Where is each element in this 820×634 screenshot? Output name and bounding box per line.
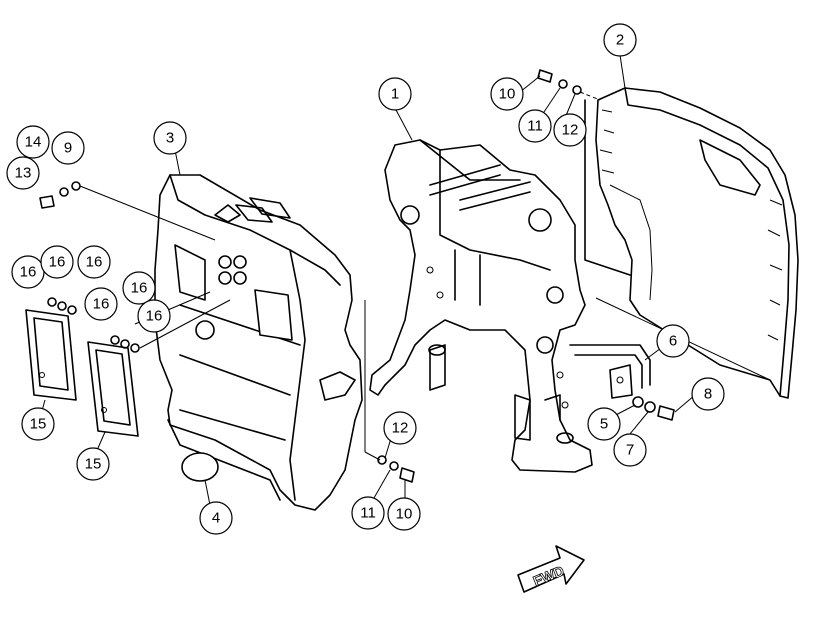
callout-number: 16 bbox=[20, 264, 37, 281]
callout-number: 15 bbox=[85, 456, 102, 473]
callout-number: 16 bbox=[131, 280, 148, 297]
callout-circle bbox=[76, 447, 110, 481]
callout-number: 15 bbox=[30, 416, 47, 433]
callout-number: 7 bbox=[626, 442, 634, 459]
callout-circle bbox=[656, 324, 690, 358]
callout-number: 6 bbox=[669, 333, 677, 350]
callout-12-top: 12 bbox=[553, 113, 587, 147]
callout-circle bbox=[16, 125, 50, 159]
callout-circle bbox=[387, 497, 421, 531]
callout-5: 5 bbox=[587, 407, 621, 441]
callout-circle bbox=[84, 287, 118, 321]
part-rear-cover bbox=[584, 87, 799, 399]
callout-16-d: 16 bbox=[84, 287, 118, 321]
callout-number: 16 bbox=[146, 308, 163, 325]
callout-16-c: 16 bbox=[77, 245, 111, 279]
callout-4: 4 bbox=[199, 501, 233, 535]
callout-circle bbox=[613, 433, 647, 467]
callout-16-b: 16 bbox=[40, 245, 74, 279]
callout-number: 11 bbox=[527, 118, 543, 135]
callout-circle bbox=[199, 501, 233, 535]
callout-circle bbox=[40, 245, 74, 279]
callout-number: 12 bbox=[392, 420, 409, 437]
callout-circle bbox=[21, 407, 55, 441]
callout-circle bbox=[378, 77, 412, 111]
forward-direction-arrow: FWD bbox=[517, 545, 585, 593]
callout-16-e: 16 bbox=[122, 271, 156, 305]
callout-number: 12 bbox=[562, 122, 579, 139]
callout-circle bbox=[518, 109, 552, 143]
callout-number: 16 bbox=[93, 296, 110, 313]
callout-number: 10 bbox=[396, 506, 413, 523]
callout-number: 9 bbox=[64, 140, 72, 157]
callout-circle bbox=[587, 407, 621, 441]
callout-14: 14 bbox=[16, 125, 50, 159]
part-front-panel bbox=[154, 174, 363, 511]
callout-15-right: 15 bbox=[76, 447, 110, 481]
callout-number: 16 bbox=[49, 254, 66, 271]
callout-circle bbox=[77, 245, 111, 279]
callout-number: 1 bbox=[391, 86, 399, 103]
callout-15-left: 15 bbox=[21, 407, 55, 441]
callout-number: 4 bbox=[212, 510, 220, 527]
callout-16-a: 16 bbox=[11, 255, 45, 289]
callout-group: 1 2 3 4 5 6 7 8 9 10 10 11 11 12 12 13 1… bbox=[6, 23, 725, 535]
part-plug bbox=[181, 452, 219, 482]
callout-10-bottom: 10 bbox=[387, 497, 421, 531]
callout-number: 3 bbox=[166, 130, 174, 147]
callout-number: 8 bbox=[704, 386, 712, 403]
callout-10-top: 10 bbox=[490, 77, 524, 111]
callout-circle bbox=[490, 77, 524, 111]
callout-11-top: 11 bbox=[518, 109, 552, 143]
callout-circle bbox=[153, 121, 187, 155]
callout-circle bbox=[6, 156, 40, 190]
part-frame bbox=[369, 139, 593, 473]
callout-number: 16 bbox=[86, 254, 103, 271]
part-bracket bbox=[569, 344, 651, 399]
forward-label: FWD bbox=[531, 562, 567, 589]
callout-1: 1 bbox=[378, 77, 412, 111]
callout-number: 11 bbox=[360, 505, 376, 522]
callout-circle bbox=[122, 271, 156, 305]
callout-circle bbox=[383, 411, 417, 445]
callout-circle bbox=[691, 377, 725, 411]
callout-circle bbox=[351, 496, 385, 530]
callout-13: 13 bbox=[6, 156, 40, 190]
callout-9: 9 bbox=[51, 131, 85, 165]
callout-12-bottom: 12 bbox=[383, 411, 417, 445]
callout-2: 2 bbox=[603, 23, 637, 57]
callout-number: 10 bbox=[499, 86, 516, 103]
callout-8: 8 bbox=[691, 377, 725, 411]
callout-circle bbox=[137, 299, 171, 333]
callout-3: 3 bbox=[153, 121, 187, 155]
callout-number: 13 bbox=[15, 165, 32, 182]
part-windows bbox=[25, 309, 139, 437]
callout-number: 14 bbox=[25, 134, 42, 151]
callout-circle bbox=[603, 23, 637, 57]
callout-16-f: 16 bbox=[137, 299, 171, 333]
callout-11-bottom: 11 bbox=[351, 496, 385, 530]
callout-6: 6 bbox=[656, 324, 690, 358]
callout-number: 2 bbox=[616, 32, 624, 49]
callout-circle bbox=[553, 113, 587, 147]
callout-7: 7 bbox=[613, 433, 647, 467]
callout-number: 5 bbox=[600, 416, 608, 433]
callout-circle bbox=[51, 131, 85, 165]
